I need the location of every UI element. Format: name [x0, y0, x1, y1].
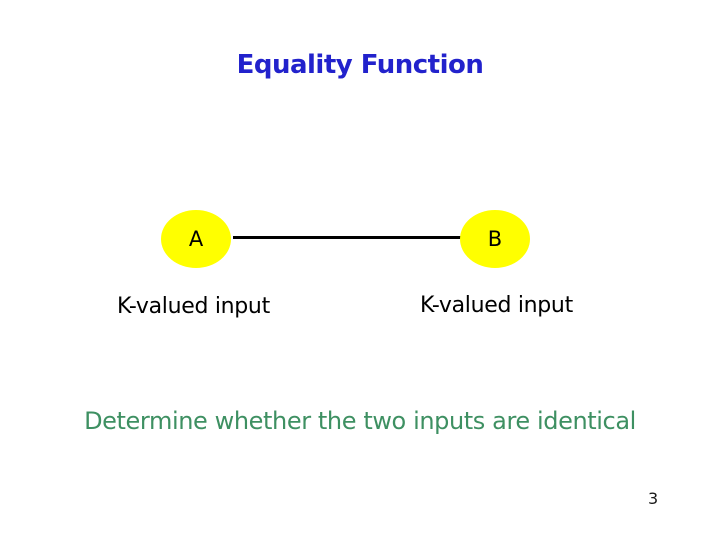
caption-left: K-valued input — [117, 294, 270, 319]
node-b-label: B — [487, 227, 503, 251]
slide-title: Equality Function — [236, 50, 484, 80]
node-a: A — [161, 210, 231, 268]
statement-text: Determine whether the two inputs are ide… — [84, 407, 636, 435]
caption-right: K-valued input — [420, 293, 573, 318]
edge-line — [233, 236, 461, 239]
page-number: 3 — [648, 489, 659, 508]
node-a-label: A — [188, 227, 204, 251]
node-b: B — [460, 210, 530, 268]
